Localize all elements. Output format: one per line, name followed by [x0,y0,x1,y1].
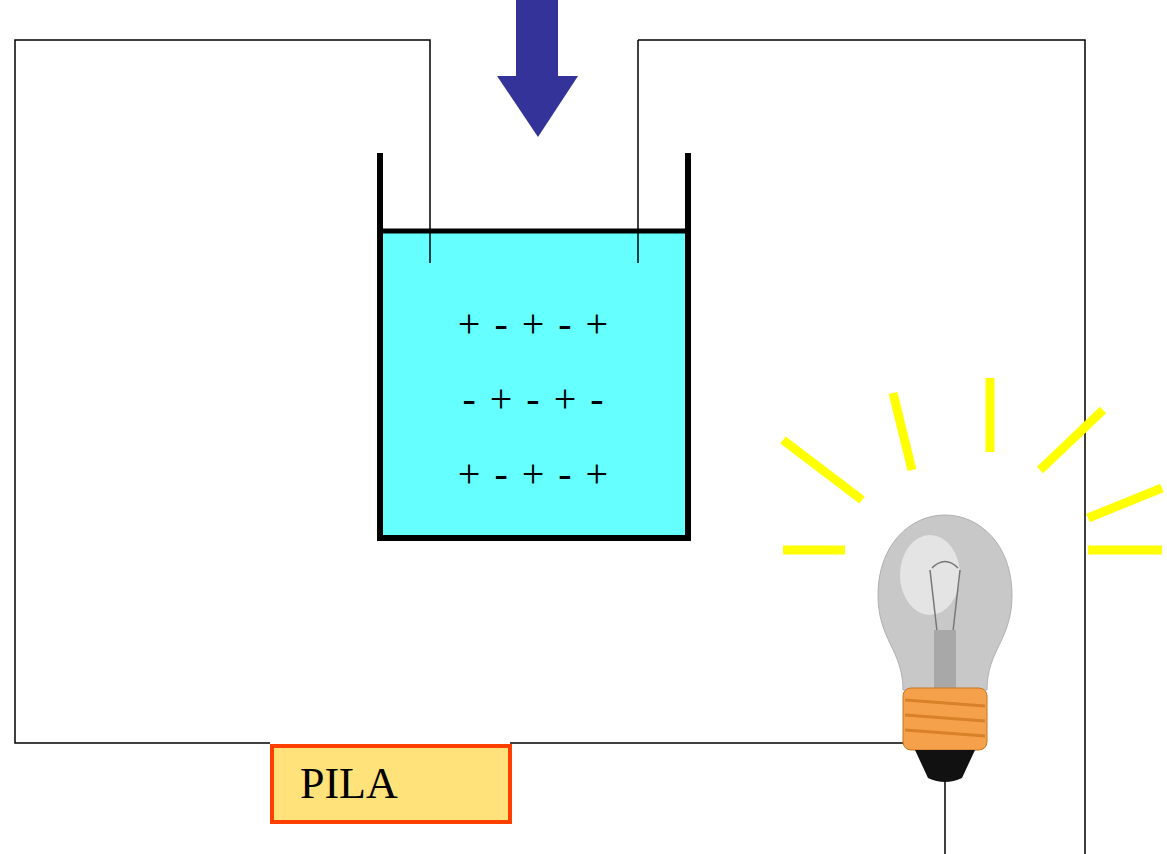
beaker [380,153,688,538]
ion-row: + - + - + [384,286,684,361]
down-arrow [516,0,558,76]
liquid-surface [380,229,688,234]
solution [380,230,688,538]
down-arrow-head [497,76,578,137]
ion-row: - + - + - [384,361,684,436]
wire [15,40,430,743]
ion-row: + - + - + [384,436,684,511]
electrode [429,230,431,263]
wire [638,40,1085,854]
solution-box: + - + - +- + - + -+ - + - + [384,286,684,511]
wire [944,780,946,854]
wire [510,742,940,744]
battery-box: PILA [270,744,512,824]
electrode [637,40,639,263]
light-bulb [878,515,1012,782]
battery-label: PILA [274,748,508,820]
